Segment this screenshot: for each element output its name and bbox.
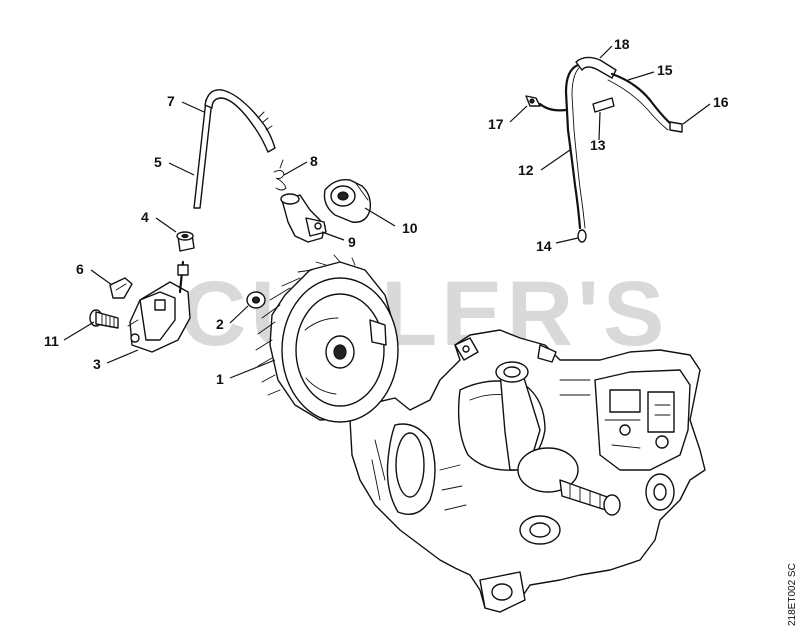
callout-8: 8 — [310, 153, 318, 169]
callout-18: 18 — [614, 36, 630, 52]
screw — [89, 309, 119, 329]
leader-lines — [63, 45, 711, 379]
flywheel — [255, 254, 399, 423]
callout-7: 7 — [167, 93, 175, 109]
leg-spring — [273, 159, 287, 191]
callout-numbers: 1 2 3 4 5 6 7 8 9 10 11 12 13 14 15 16 1… — [44, 36, 729, 387]
callout-6: 6 — [76, 261, 84, 277]
nut — [246, 291, 266, 309]
wiring-harness — [525, 56, 683, 243]
callout-17: 17 — [488, 116, 504, 132]
callout-2: 2 — [216, 316, 224, 332]
callout-12: 12 — [518, 162, 534, 178]
spark-plug-boot — [280, 193, 327, 243]
ignition-lead — [193, 89, 276, 209]
callout-11: 11 — [44, 333, 59, 349]
callout-10: 10 — [402, 220, 418, 236]
boot-adapter — [323, 179, 372, 223]
callout-15: 15 — [657, 62, 673, 78]
ignition-module — [127, 260, 191, 353]
callout-3: 3 — [93, 356, 101, 372]
callout-14: 14 — [536, 238, 552, 254]
crankcase-housing — [349, 329, 706, 613]
callout-1: 1 — [216, 371, 224, 387]
callout-9: 9 — [348, 234, 356, 250]
watermark-text: CUTLER'S — [180, 263, 668, 365]
callout-5: 5 — [154, 154, 162, 170]
spark-plug-nipple-grommet — [176, 231, 195, 252]
callout-4: 4 — [141, 209, 149, 225]
callout-13: 13 — [590, 137, 606, 153]
drawing-code: 218ET002 SC — [787, 563, 798, 626]
contact-clip — [109, 277, 133, 299]
callout-16: 16 — [713, 94, 729, 110]
